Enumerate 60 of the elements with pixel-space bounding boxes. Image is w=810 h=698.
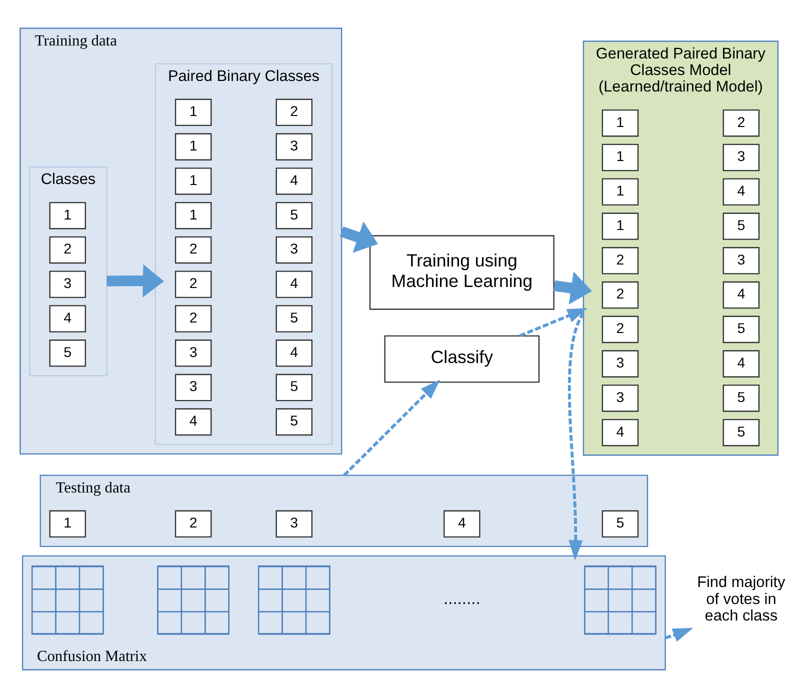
label: ........ [443, 589, 480, 608]
node-box: 2 [174, 305, 212, 332]
node-box: 4 [444, 510, 480, 538]
node-box: 1 [174, 98, 212, 126]
node-box: 5 [276, 374, 312, 402]
node-box: 1 [602, 212, 639, 240]
node-box: 3 [49, 270, 86, 298]
node-box: 1 [602, 109, 639, 137]
node-box: Training using Machine Learning [369, 235, 554, 310]
node-box: 4 [276, 270, 312, 298]
node-box: 4 [276, 168, 312, 195]
node-box: 3 [722, 144, 760, 172]
node-box: 4 [722, 178, 760, 206]
node-box: 5 [602, 510, 639, 538]
node-box: 4 [722, 350, 760, 378]
node-box: 2 [602, 281, 639, 309]
node-box: 3 [174, 374, 212, 402]
node-box: 3 [174, 340, 212, 367]
node-box: 1 [49, 510, 86, 538]
node-box: 1 [174, 168, 212, 195]
node-box: 5 [276, 202, 312, 230]
node-box: 4 [49, 305, 86, 332]
node-box: Classify [384, 335, 540, 383]
arrow [554, 272, 592, 305]
node-box: 2 [602, 247, 639, 274]
node-box: 4 [174, 408, 212, 436]
node-box: 1 [602, 178, 639, 206]
node-box: 2 [722, 109, 760, 137]
node-box: 3 [276, 133, 312, 160]
node-box: 3 [276, 236, 312, 264]
node-box: 2 [174, 270, 212, 298]
node-box: 3 [602, 350, 639, 378]
arrow [106, 264, 164, 298]
node-box: 5 [276, 408, 312, 436]
node-box: 1 [602, 144, 639, 172]
node-box: 5 [722, 384, 760, 412]
node-box: 2 [174, 236, 212, 264]
node-box: 5 [722, 212, 760, 240]
node-box: 4 [602, 418, 639, 446]
arrow [340, 221, 378, 253]
node-box: 5 [49, 340, 86, 367]
node-box: 2 [174, 510, 212, 538]
arrow [519, 308, 588, 338]
node-box: 1 [174, 202, 212, 230]
node-box: 3 [722, 247, 760, 274]
node-box: 1 [49, 202, 86, 230]
node-box: 1 [174, 133, 212, 160]
node-box: 3 [276, 510, 312, 538]
node-box: 5 [276, 305, 312, 332]
node-box: 2 [276, 98, 312, 126]
node-box: 5 [722, 418, 760, 446]
arrow [568, 312, 585, 560]
node-box: 5 [722, 316, 760, 344]
node-box: 4 [276, 340, 312, 367]
node-box: 2 [602, 316, 639, 344]
node-box: 3 [602, 384, 639, 412]
node-box: 4 [722, 281, 760, 309]
arrow [664, 628, 694, 642]
node-box: 2 [49, 236, 86, 264]
node-text: Find majority of votes in each class [697, 574, 786, 624]
